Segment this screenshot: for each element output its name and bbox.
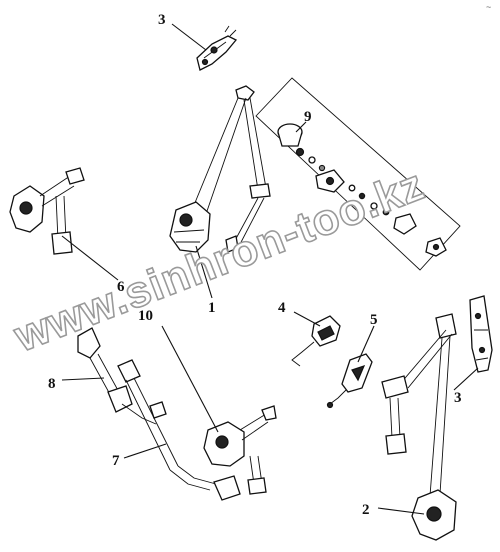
leader-4 [293,311,321,327]
leader-6 [61,235,119,281]
callout-3-top: 3 [158,12,166,28]
callout-10: 10 [138,308,153,324]
callout-labels: 3 9 6 1 10 4 5 8 7 3 2 [48,12,462,518]
leader-3-right [453,367,479,391]
part-1-front-retractor-belt [169,85,271,253]
part-3-right-height-adjuster [469,295,493,373]
callout-7: 7 [112,453,120,469]
callout-3-right: 3 [454,390,462,406]
leader-lines [61,23,479,515]
leader-2 [377,507,425,515]
callout-9: 9 [304,109,312,125]
part-10-center-retractor [203,405,277,495]
part-5-buckle [326,353,373,409]
part-4-sensor-connector [291,315,341,367]
leader-7 [123,443,167,459]
callout-4: 4 [278,300,286,316]
callout-8: 8 [48,376,56,392]
watermark-text: www.sinhron-too.kz [7,160,431,362]
part-9-pretensioner-exploded-box [255,77,461,271]
part-3-top-height-adjuster [196,25,238,71]
leader-10 [161,325,219,433]
part-6-side-retractor [9,167,85,255]
callout-5: 5 [370,312,378,328]
leader-1 [195,245,213,299]
part-8-rear-buckle [77,327,167,425]
part-2-rear-retractor-belt [381,313,457,541]
leader-9 [295,121,307,133]
part-7-rear-belt [117,359,241,501]
callout-1: 1 [208,300,216,316]
leader-8 [61,377,105,381]
leader-5 [357,325,375,363]
callout-2: 2 [362,502,370,518]
corner-mark: ~ [486,2,491,12]
leader-3-top [171,23,207,51]
callout-6: 6 [117,279,125,295]
